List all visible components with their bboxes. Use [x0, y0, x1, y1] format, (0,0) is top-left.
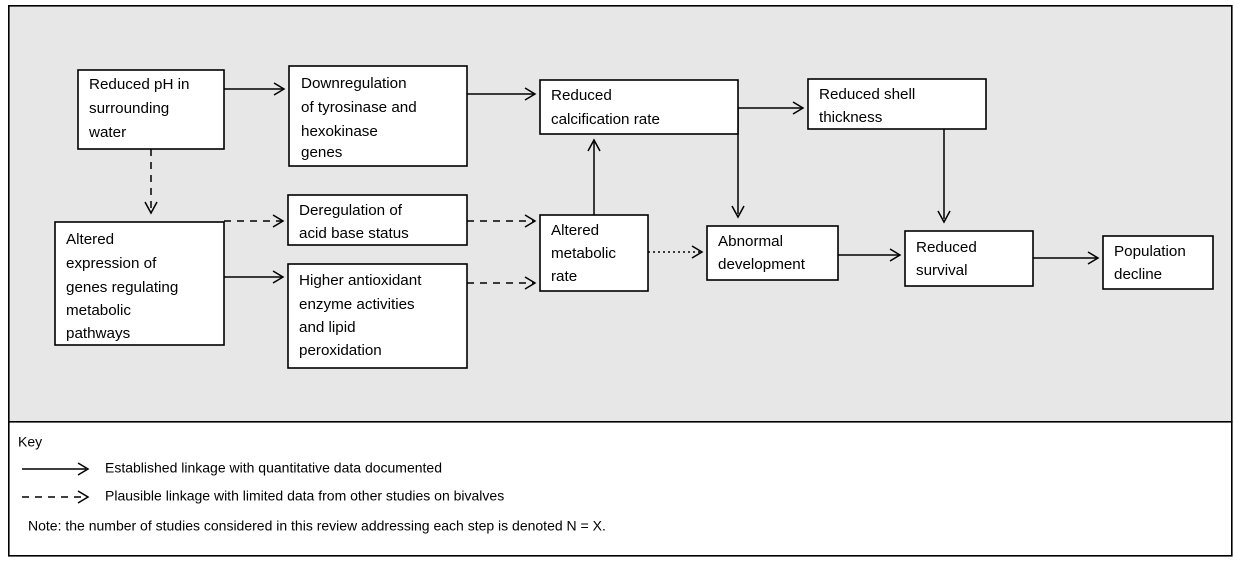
node-antioxidant-line-0: Higher antioxidant [299, 272, 422, 289]
node-reduced-ph[interactable]: Reduced pH in surrounding water [77, 69, 225, 150]
node-downregulation-line-1: of tyrosinase and [301, 99, 417, 116]
key-entry-solid: Established linkage with quantitative da… [22, 460, 442, 476]
edge-calcification-to-shell-thickness [738, 101, 805, 115]
edge-survival-to-population-decline [1033, 251, 1100, 265]
node-abnormal-development[interactable]: Abnormal development [706, 225, 839, 281]
node-altered-expression-line-4: pathways [66, 325, 131, 342]
node-population-decline-line-0: Population [1114, 243, 1186, 260]
node-antioxidant-line-2: and lipid [299, 319, 356, 336]
node-population-decline[interactable]: Population decline [1102, 235, 1214, 290]
node-deregulation-line-0: Deregulation of [299, 202, 403, 219]
node-abnormal-development-line-1: development [718, 256, 806, 273]
node-downregulation-line-3: genes [301, 144, 343, 161]
key-label-dashed: Plausible linkage with limited data from… [105, 488, 504, 504]
key-panel [8, 420, 1233, 557]
key-label-solid: Established linkage with quantitative da… [105, 460, 442, 476]
edge-altered-expression-to-deregulation [224, 214, 285, 228]
node-altered-expression[interactable]: Altered expression of genes regulating m… [54, 221, 225, 346]
node-altered-expression-line-3: metabolic [66, 302, 131, 319]
edge-ph-to-downregulation [224, 82, 286, 96]
node-calcification-line-1: calcification rate [551, 111, 660, 128]
node-downregulation-genes[interactable]: Downregulation of tyrosinase and hexokin… [288, 65, 468, 167]
node-abnormal-development-line-0: Abnormal [718, 233, 783, 250]
key-entry-dashed: Plausible linkage with limited data from… [22, 488, 504, 504]
node-metabolic-rate-line-2: rate [551, 268, 577, 285]
node-altered-expression-line-1: expression of [66, 255, 157, 272]
key-note: Note: the number of studies considered i… [28, 518, 606, 534]
node-altered-metabolic-rate[interactable]: Altered metabolic rate [539, 214, 649, 292]
node-population-decline-line-1: decline [1114, 266, 1162, 283]
node-survival-line-0: Reduced [916, 239, 977, 256]
node-calcification-line-0: Reduced [551, 87, 612, 104]
diagram-panel [8, 5, 1233, 423]
node-metabolic-rate-line-0: Altered [551, 222, 599, 239]
node-metabolic-rate-line-1: metabolic [551, 245, 616, 262]
node-altered-expression-line-2: genes regulating [66, 279, 178, 296]
key-title: Key [18, 434, 42, 450]
edge-antioxidant-to-metabolic-rate [467, 276, 537, 290]
node-higher-antioxidant[interactable]: Higher antioxidant enzyme activities and… [287, 263, 468, 369]
node-downregulation-line-2: hexokinase [301, 123, 378, 140]
node-reduced-survival[interactable]: Reduced survival [904, 230, 1034, 287]
edge-downregulation-to-calcification [467, 87, 537, 101]
edge-ph-to-altered-expression [144, 149, 158, 215]
node-deregulation-acid-base[interactable]: Deregulation of acid base status [287, 194, 468, 246]
node-shell-thickness-line-0: Reduced shell [819, 86, 915, 103]
edge-deregulation-to-metabolic-rate [467, 214, 537, 228]
key-solid-arrow-head [77, 462, 90, 476]
node-downregulation-line-0: Downregulation [301, 75, 407, 92]
edge-metabolic-rate-to-abnormal-development [648, 245, 704, 259]
edge-abnormal-development-to-survival [838, 248, 902, 262]
node-reduced-ph-line-2: water [88, 124, 126, 141]
node-shell-thickness-line-1: thickness [819, 109, 883, 126]
node-survival-line-1: survival [916, 262, 967, 279]
node-reduced-shell-thickness[interactable]: Reduced shell thickness [807, 78, 987, 130]
node-reduced-ph-line-0: Reduced pH in [89, 76, 189, 93]
edge-altered-expression-to-antioxidant [224, 270, 285, 284]
node-antioxidant-line-3: peroxidation [299, 342, 382, 359]
node-antioxidant-line-1: enzyme activities [299, 296, 415, 313]
node-reduced-calcification[interactable]: Reduced calcification rate [539, 79, 739, 135]
key-dashed-arrow-head [77, 490, 90, 504]
node-reduced-ph-line-1: surrounding [89, 100, 169, 117]
edge-metabolic-rate-to-calcification [587, 138, 601, 215]
node-altered-expression-line-0: Altered [66, 231, 114, 248]
node-deregulation-line-1: acid base status [299, 225, 409, 242]
edge-shell-thickness-to-survival [937, 129, 951, 224]
